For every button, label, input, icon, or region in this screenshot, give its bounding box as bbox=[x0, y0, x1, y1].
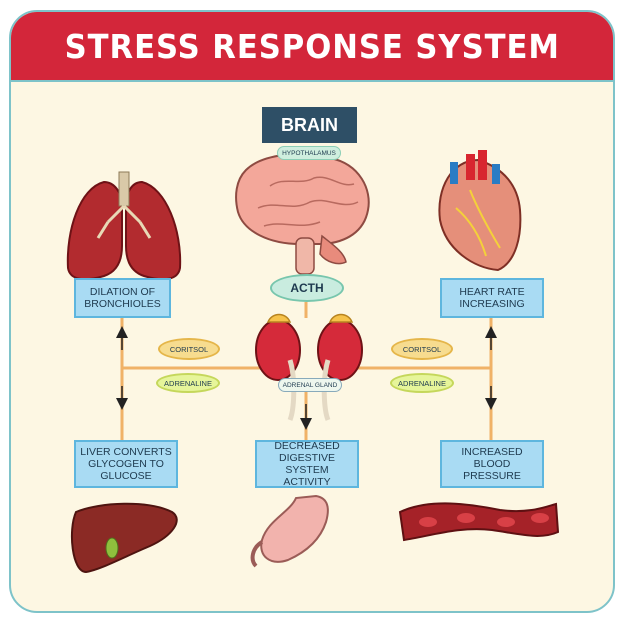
lungs-icon bbox=[66, 171, 182, 281]
bronchioles-box: DILATION OF BRONCHIOLES bbox=[74, 278, 171, 318]
heart-rate-box: HEART RATE INCREASING bbox=[440, 278, 544, 318]
coritsol-label-right: CORITSOL bbox=[391, 338, 453, 360]
acth-label: ACTH bbox=[270, 274, 344, 302]
coritsol-label-left: CORITSOL bbox=[158, 338, 220, 360]
kidneys-icon bbox=[255, 313, 363, 421]
stomach-icon bbox=[250, 494, 329, 568]
title-banner: STRESS RESPONSE SYSTEM bbox=[11, 12, 613, 82]
liver-icon bbox=[70, 502, 178, 574]
adrenal-gland-label: ADRENAL GLAND bbox=[278, 378, 342, 392]
digestion-box: DECREASED DIGESTIVE SYSTEM ACTIVITY bbox=[255, 440, 359, 488]
adrenaline-label-right: ADRENALINE bbox=[390, 373, 454, 393]
brain-icon bbox=[235, 153, 370, 275]
adrenaline-label-left: ADRENALINE bbox=[156, 373, 220, 393]
blood-pressure-box: INCREASED BLOOD PRESSURE bbox=[440, 440, 544, 488]
hypothalamus-label: HYPOTHALAMUS bbox=[277, 146, 341, 160]
page-title: STRESS RESPONSE SYSTEM bbox=[64, 26, 560, 66]
arrowheads bbox=[116, 326, 497, 430]
liver-box: LIVER CONVERTS GLYCOGEN TO GLUCOSE bbox=[74, 440, 178, 488]
brain-label: BRAIN bbox=[262, 107, 357, 143]
heart-icon bbox=[438, 150, 522, 272]
blood-vessel-icon bbox=[398, 502, 560, 542]
